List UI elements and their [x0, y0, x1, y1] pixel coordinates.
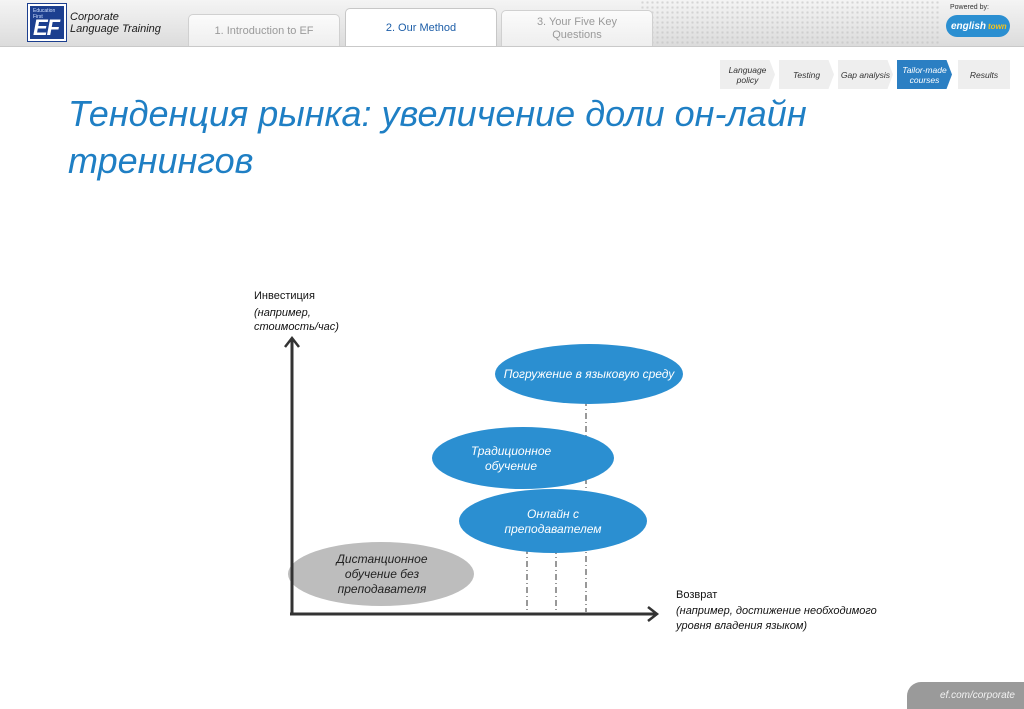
- node-immersion-label: Погружение в языковую среду: [503, 366, 675, 381]
- step-results[interactable]: Results: [958, 60, 1010, 89]
- tab-five-key-questions[interactable]: 3. Your Five Key Questions: [501, 10, 653, 46]
- y-axis-sublabel: (например, стоимость/час): [254, 307, 339, 333]
- x-axis-label: Возврат: [676, 589, 718, 601]
- footer-text: ef.com/corporate: [939, 690, 1015, 701]
- tab-label: 3. Your Five Key Questions: [536, 16, 618, 41]
- node-online-teacher-label: Онлайн с преподавателем: [504, 507, 602, 536]
- englishtown-logo: english town: [946, 15, 1010, 37]
- world-map-pattern: [640, 0, 940, 46]
- node-distance-no-teacher: [288, 542, 474, 606]
- step-gap-analysis[interactable]: Gap analysis: [838, 60, 893, 89]
- step-testing[interactable]: Testing: [779, 60, 834, 89]
- y-axis-label: Инвестиция: [254, 290, 315, 302]
- step-label: Gap analysis: [840, 69, 891, 80]
- tab-our-method[interactable]: 2. Our Method: [345, 8, 497, 46]
- x-axis-sublabel: (например, достижение необходимого уровн…: [676, 605, 877, 632]
- step-label: Results: [969, 69, 999, 80]
- node-immersion: [495, 344, 683, 404]
- step-label: Language policy: [728, 64, 767, 85]
- tab-label: 1. Introduction to EF: [214, 24, 314, 37]
- top-bar: Education First EF Corporate Language Tr…: [0, 0, 1024, 47]
- step-label: Testing: [792, 69, 821, 80]
- ef-logo: Education First EF: [28, 4, 66, 41]
- node-traditional: [432, 427, 614, 489]
- brand-line-1: Corporate: [70, 11, 119, 23]
- step-language-policy[interactable]: Language policy: [720, 60, 775, 89]
- node-distance-no-teacher-label: Дистанционное обучение без преподавателя: [336, 551, 428, 596]
- ef-logo-mark: EF: [33, 15, 60, 40]
- y-axis-arrow: [284, 335, 300, 348]
- brand-name: Corporate Language Training: [70, 11, 161, 35]
- page-title: Тенденция рынка: увеличение доли он-лайн…: [68, 93, 807, 181]
- brand-line-2: Language Training: [70, 23, 161, 35]
- x-axis-arrow: [647, 606, 660, 622]
- node-online-teacher: [459, 489, 647, 553]
- powered-by-label: Powered by:: [950, 4, 989, 11]
- tab-introduction[interactable]: 1. Introduction to EF: [188, 14, 340, 46]
- tab-label: 2. Our Method: [385, 22, 457, 34]
- ef-logo-small-text: Education First: [33, 8, 56, 20]
- englishtown-logo-accent: town: [988, 21, 1007, 31]
- englishtown-logo-text: english: [951, 20, 987, 32]
- footer-link[interactable]: ef.com/corporate: [907, 682, 1024, 709]
- node-traditional-label: Традиционное обучение: [470, 444, 552, 473]
- step-label: Tailor-made courses: [902, 64, 947, 85]
- step-tailor-made-courses[interactable]: Tailor-made courses: [897, 60, 952, 89]
